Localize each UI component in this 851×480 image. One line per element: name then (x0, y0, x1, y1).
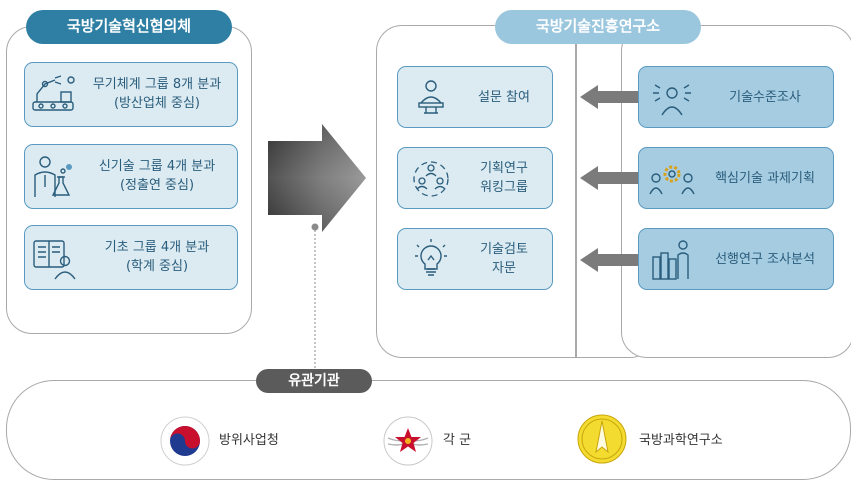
group-weapons-line1: 무기체계 그룹 8개 분과 (92, 77, 222, 92)
book-reader-icon (33, 240, 76, 280)
person-files-icon (652, 240, 689, 280)
bottom-panel-title: 유관기관 (256, 369, 372, 393)
task-card-core-planning: 핵심기술 과제기획 (638, 147, 834, 209)
left-panel-title: 국방기술혁신협의체 (26, 10, 232, 44)
person-signals-icon (653, 84, 691, 116)
activity-card-survey: 설문 참여 (397, 66, 553, 128)
task-tech-level-label: 기술수준조사 (729, 90, 801, 105)
activity-review-line1: 기술검토 (480, 242, 528, 257)
center-panel-title: 국방기술진흥연구소 (495, 10, 701, 44)
group-newtech-line2: (정출연 중심) (119, 178, 195, 193)
dotted-connector (311, 223, 319, 387)
flow-arrow (268, 124, 366, 232)
task-card-prior-research: 선행연구 조사분석 (638, 228, 834, 290)
activity-card-planning: 기획연구 워킹그룹 (397, 147, 553, 209)
org-army-label: 각 군 (443, 433, 472, 448)
panel-divider (575, 40, 577, 358)
org-add-label: 국방과학연구소 (639, 433, 723, 448)
activity-card-review: 기술검토 자문 (397, 228, 553, 290)
lightbulb-icon (415, 239, 447, 276)
activity-review-line2: 자문 (492, 261, 516, 276)
add-gold-emblem-icon (577, 414, 627, 464)
person-at-desk-icon (418, 80, 444, 114)
military-star-emblem-icon (383, 416, 433, 466)
arrow-task-to-survey (580, 85, 638, 109)
task-prior-research-label: 선행연구 조사분석 (715, 252, 815, 267)
arrow-task-to-review (580, 248, 638, 272)
activity-planning-line2: 워킹그룹 (480, 180, 528, 195)
group-weapons-line2: (방산업체 중심) (113, 96, 201, 111)
group-card-weapons: 무기체계 그룹 8개 분과 (방산업체 중심) (24, 62, 238, 127)
dapa-taeguk-emblem-icon (160, 416, 210, 466)
group-circle-icon (413, 161, 449, 197)
activity-planning-line1: 기획연구 (480, 161, 528, 176)
group-basic-line1: 기초 그룹 4개 분과 (104, 240, 210, 255)
people-gear-icon (649, 165, 695, 195)
task-core-planning-label: 핵심기술 과제기획 (715, 171, 815, 186)
group-newtech-line1: 신기술 그룹 4개 분과 (98, 159, 216, 174)
group-basic-line2: (학계 중심) (125, 259, 189, 274)
robot-arm-factory-icon (32, 75, 75, 111)
org-dapa-label: 방위사업청 (219, 433, 279, 448)
arrow-task-to-planning (580, 166, 638, 190)
group-card-basic: 기초 그룹 4개 분과 (학계 중심) (24, 225, 238, 290)
task-card-tech-level: 기술수준조사 (638, 66, 834, 128)
scientist-flask-icon (34, 156, 72, 197)
group-card-newtech: 신기술 그룹 4개 분과 (정출연 중심) (24, 144, 238, 209)
activity-survey-line1: 설문 참여 (478, 90, 530, 105)
